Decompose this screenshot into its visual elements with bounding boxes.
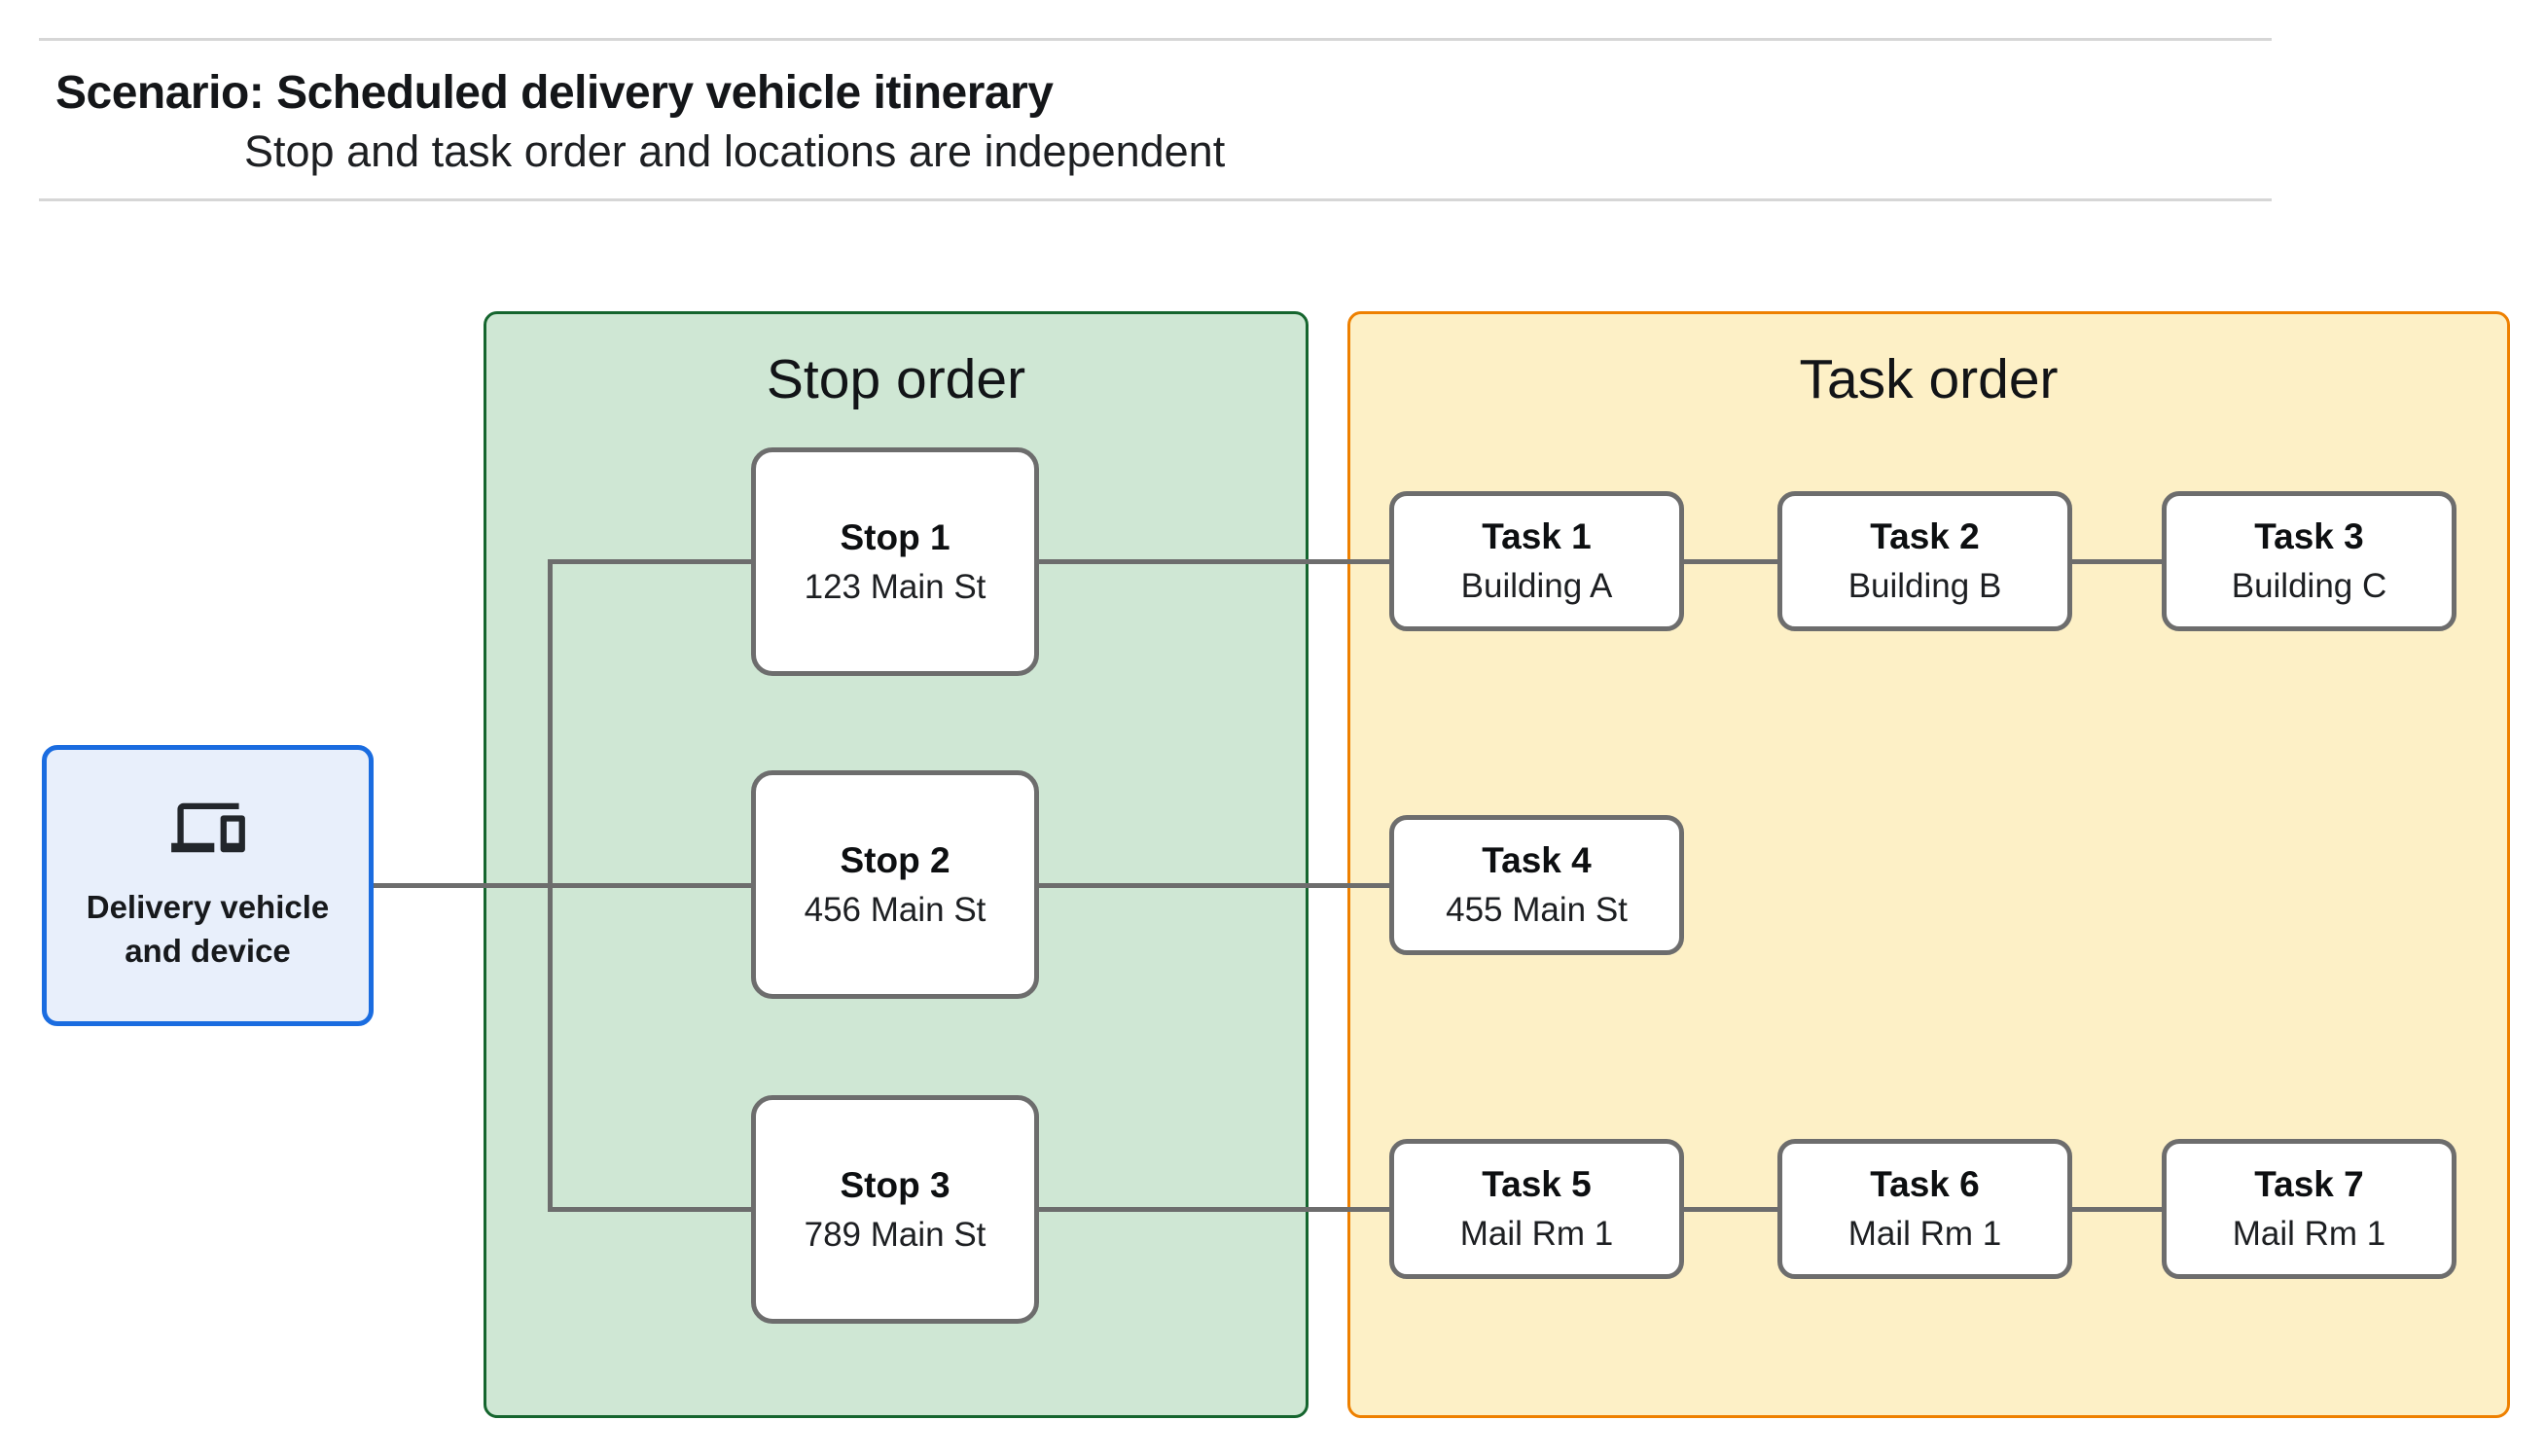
task-6-name: Task 6 bbox=[1870, 1164, 1980, 1204]
task-4-name: Task 4 bbox=[1482, 840, 1592, 880]
task-5-name: Task 5 bbox=[1482, 1164, 1592, 1204]
task-order-panel-title: Task order bbox=[1799, 348, 2059, 410]
task-3-name: Task 3 bbox=[2254, 516, 2364, 556]
stop-2-node: Stop 2 456 Main St bbox=[751, 770, 1039, 999]
stop-1-node: Stop 1 123 Main St bbox=[751, 447, 1039, 676]
connector-task1-to-task2 bbox=[1684, 559, 1777, 564]
task-5-location: Mail Rm 1 bbox=[1459, 1215, 1614, 1253]
task-1-name: Task 1 bbox=[1482, 516, 1592, 556]
connector-trunk-vertical bbox=[548, 559, 553, 1212]
task-7-location: Mail Rm 1 bbox=[2232, 1215, 2386, 1253]
connector-trunk-to-stop1 bbox=[548, 559, 751, 564]
page-subtitle: Stop and task order and locations are in… bbox=[244, 126, 1226, 176]
connector-task5-to-task6 bbox=[1684, 1207, 1777, 1212]
delivery-vehicle-label: Delivery vehicle and device bbox=[86, 888, 330, 969]
devices-icon bbox=[170, 802, 245, 853]
task-6-node: Task 6 Mail Rm 1 bbox=[1777, 1139, 2072, 1279]
stop-3-node: Stop 3 789 Main St bbox=[751, 1095, 1039, 1324]
task-7-name: Task 7 bbox=[2254, 1164, 2364, 1204]
connector-task6-to-task7 bbox=[2072, 1207, 2162, 1212]
connector-task2-to-task3 bbox=[2072, 559, 2162, 564]
task-2-location: Building B bbox=[1847, 567, 2002, 605]
task-2-node: Task 2 Building B bbox=[1777, 491, 2072, 631]
task-1-location: Building A bbox=[1460, 567, 1613, 605]
connector-stop1-to-task1 bbox=[1039, 559, 1389, 564]
delivery-vehicle-node: Delivery vehicle and device bbox=[42, 745, 374, 1026]
stop-3-location: 789 Main St bbox=[804, 1215, 986, 1254]
task-5-node: Task 5 Mail Rm 1 bbox=[1389, 1139, 1684, 1279]
bottom-divider bbox=[39, 198, 2272, 201]
stop-3-name: Stop 3 bbox=[840, 1164, 950, 1205]
connector-stop2-to-task4 bbox=[1039, 883, 1389, 888]
task-2-name: Task 2 bbox=[1870, 516, 1980, 556]
task-1-node: Task 1 Building A bbox=[1389, 491, 1684, 631]
stop-1-name: Stop 1 bbox=[840, 516, 950, 557]
connector-trunk-to-stop3 bbox=[548, 1207, 751, 1212]
task-6-location: Mail Rm 1 bbox=[1847, 1215, 2002, 1253]
task-4-node: Task 4 455 Main St bbox=[1389, 815, 1684, 955]
stop-2-name: Stop 2 bbox=[840, 839, 950, 880]
top-divider bbox=[39, 38, 2272, 41]
stop-1-location: 123 Main St bbox=[804, 567, 986, 606]
page-title: Scenario: Scheduled delivery vehicle iti… bbox=[55, 67, 1054, 119]
task-7-node: Task 7 Mail Rm 1 bbox=[2162, 1139, 2456, 1279]
stop-2-location: 456 Main St bbox=[804, 890, 986, 929]
stop-order-panel-title: Stop order bbox=[766, 348, 1026, 410]
connector-vehicle-to-stop2 bbox=[374, 883, 751, 888]
connector-stop3-to-task5 bbox=[1039, 1207, 1389, 1212]
task-4-location: 455 Main St bbox=[1446, 891, 1628, 929]
task-3-location: Building C bbox=[2231, 567, 2387, 605]
task-3-node: Task 3 Building C bbox=[2162, 491, 2456, 631]
